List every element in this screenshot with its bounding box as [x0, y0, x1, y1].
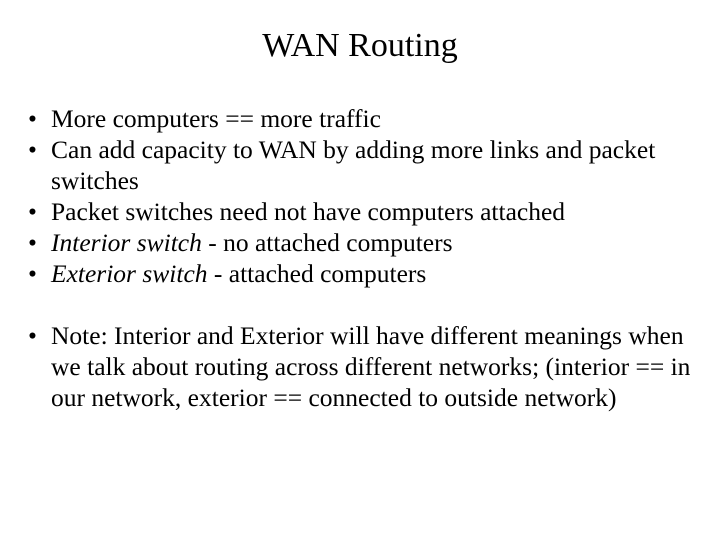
list-item-text: Packet switches need not have computers …	[51, 197, 566, 226]
bullet-list-primary: • More computers == more traffic • Can a…	[22, 103, 698, 289]
bullet-point-icon: •	[28, 321, 37, 350]
bullet-point-icon: •	[28, 135, 37, 164]
bullet-point-icon: •	[28, 104, 37, 133]
list-item[interactable]: • Packet switches need not have computer…	[22, 196, 698, 227]
list-item[interactable]: • Interior switch - no attached computer…	[22, 227, 698, 258]
bullet-list-secondary: • Note: Interior and Exterior will have …	[22, 320, 698, 413]
list-item-text: More computers == more traffic	[51, 104, 381, 133]
list-item[interactable]: • Exterior switch - attached computers	[22, 258, 698, 289]
list-item[interactable]: • More computers == more traffic	[22, 103, 698, 134]
bullet-point-icon: •	[28, 228, 37, 257]
list-item-text: Can add capacity to WAN by adding more l…	[51, 135, 656, 195]
list-item[interactable]: • Can add capacity to WAN by adding more…	[22, 134, 698, 196]
slide-body: • More computers == more traffic • Can a…	[22, 103, 698, 413]
list-item-text: - no attached computers	[201, 228, 453, 257]
list-item-emphasis: Exterior switch	[51, 259, 208, 288]
page-title: WAN Routing	[262, 27, 458, 64]
list-item-emphasis: Interior switch	[51, 228, 202, 257]
list-item[interactable]: • Note: Interior and Exterior will have …	[22, 320, 698, 413]
list-item-text: Note: Interior and Exterior will have di…	[51, 321, 691, 412]
list-item-text: - attached computers	[207, 259, 427, 288]
bullet-point-icon: •	[28, 259, 37, 288]
bullet-point-icon: •	[28, 197, 37, 226]
